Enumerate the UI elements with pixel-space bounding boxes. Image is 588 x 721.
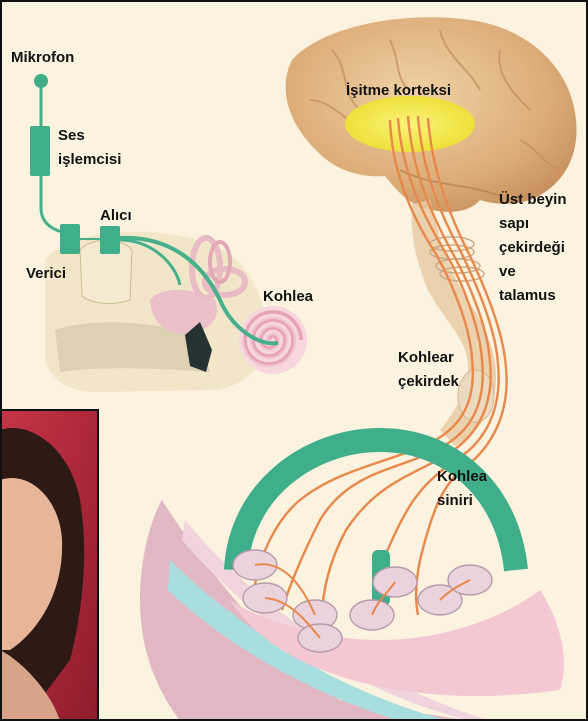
transmitter-icon [60,224,80,254]
label-upper-brainstem-line4: ve [499,261,516,282]
label-cochlear-nucleus-line1: Kohlear [398,347,454,368]
patient-photo [0,410,98,721]
cochlea-cross-section [140,440,564,721]
label-sound-processor-line1: Ses [58,125,85,146]
label-auditory-cortex: İşitme korteksi [346,80,451,101]
label-upper-brainstem-line3: çekirdeği [499,237,565,258]
sound-processor-icon [30,126,50,176]
label-transmitter: Verici [26,263,66,284]
receiver-icon [100,226,120,254]
ear-anatomy [45,232,307,392]
label-upper-brainstem-line2: sapı [499,213,529,234]
label-receiver: Alıcı [100,205,132,226]
microphone-icon [34,74,48,88]
label-microphone: Mikrofon [11,47,74,68]
label-cochlear-nucleus-line2: çekirdek [398,371,459,392]
label-cochlea: Kohlea [263,286,313,307]
cochlea [239,306,307,374]
label-upper-brainstem-line1: Üst beyin [499,189,567,210]
label-sound-processor-line2: işlemcisi [58,149,121,170]
label-cochlear-nerve-line2: siniri [437,490,473,511]
auditory-cortex-highlight [345,96,475,152]
label-upper-brainstem-line5: talamus [499,285,556,306]
label-cochlear-nerve-line1: Kohlea [437,466,487,487]
